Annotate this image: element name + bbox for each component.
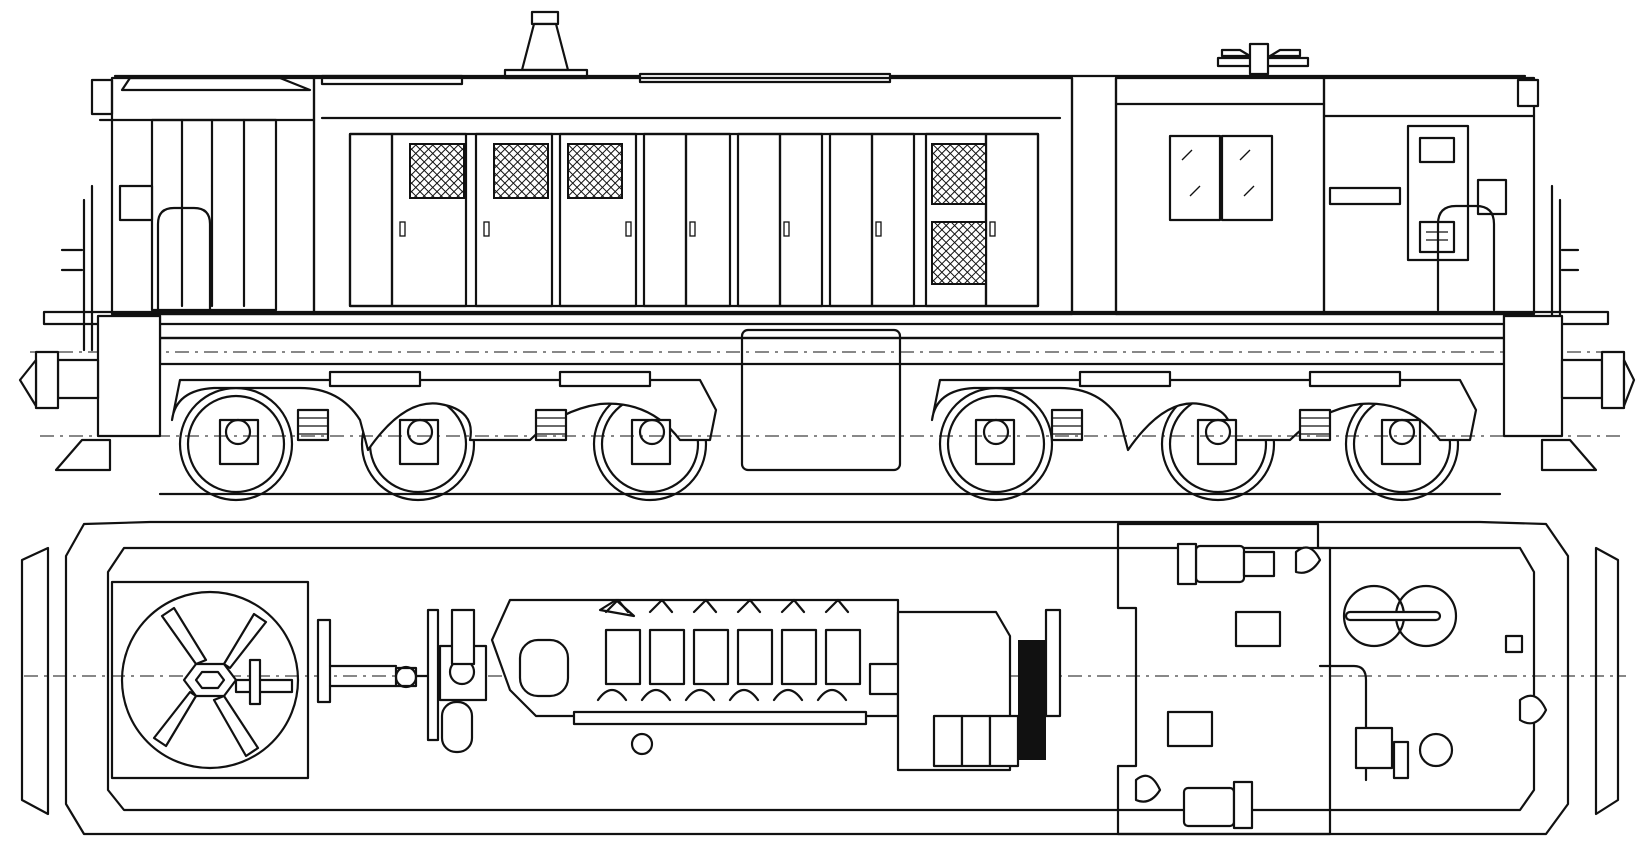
generator xyxy=(896,608,1062,772)
underframe xyxy=(30,310,1620,438)
drive-shaft xyxy=(316,608,488,754)
short-hood-plan xyxy=(1318,584,1548,782)
left-buffer xyxy=(18,350,112,472)
right-cab-plan xyxy=(1116,522,1332,836)
side-elevation-view xyxy=(18,10,1636,502)
bogie-left xyxy=(170,370,718,502)
long-hood xyxy=(312,76,1118,316)
right-buffer xyxy=(1540,350,1636,472)
right-end-buffer xyxy=(1594,546,1620,816)
horn xyxy=(1216,42,1310,76)
bogie-right xyxy=(930,370,1478,502)
right-cab xyxy=(1114,76,1580,352)
left-end-buffer xyxy=(20,546,50,816)
top-plan-view xyxy=(20,520,1626,836)
left-cab xyxy=(60,76,316,352)
cab-roof-vent xyxy=(120,76,312,92)
radiator-fan xyxy=(110,580,310,780)
exhaust-stack xyxy=(503,10,589,80)
fuel-tank xyxy=(740,328,902,472)
plan-outline xyxy=(64,520,1570,836)
diesel-engine xyxy=(490,598,908,756)
